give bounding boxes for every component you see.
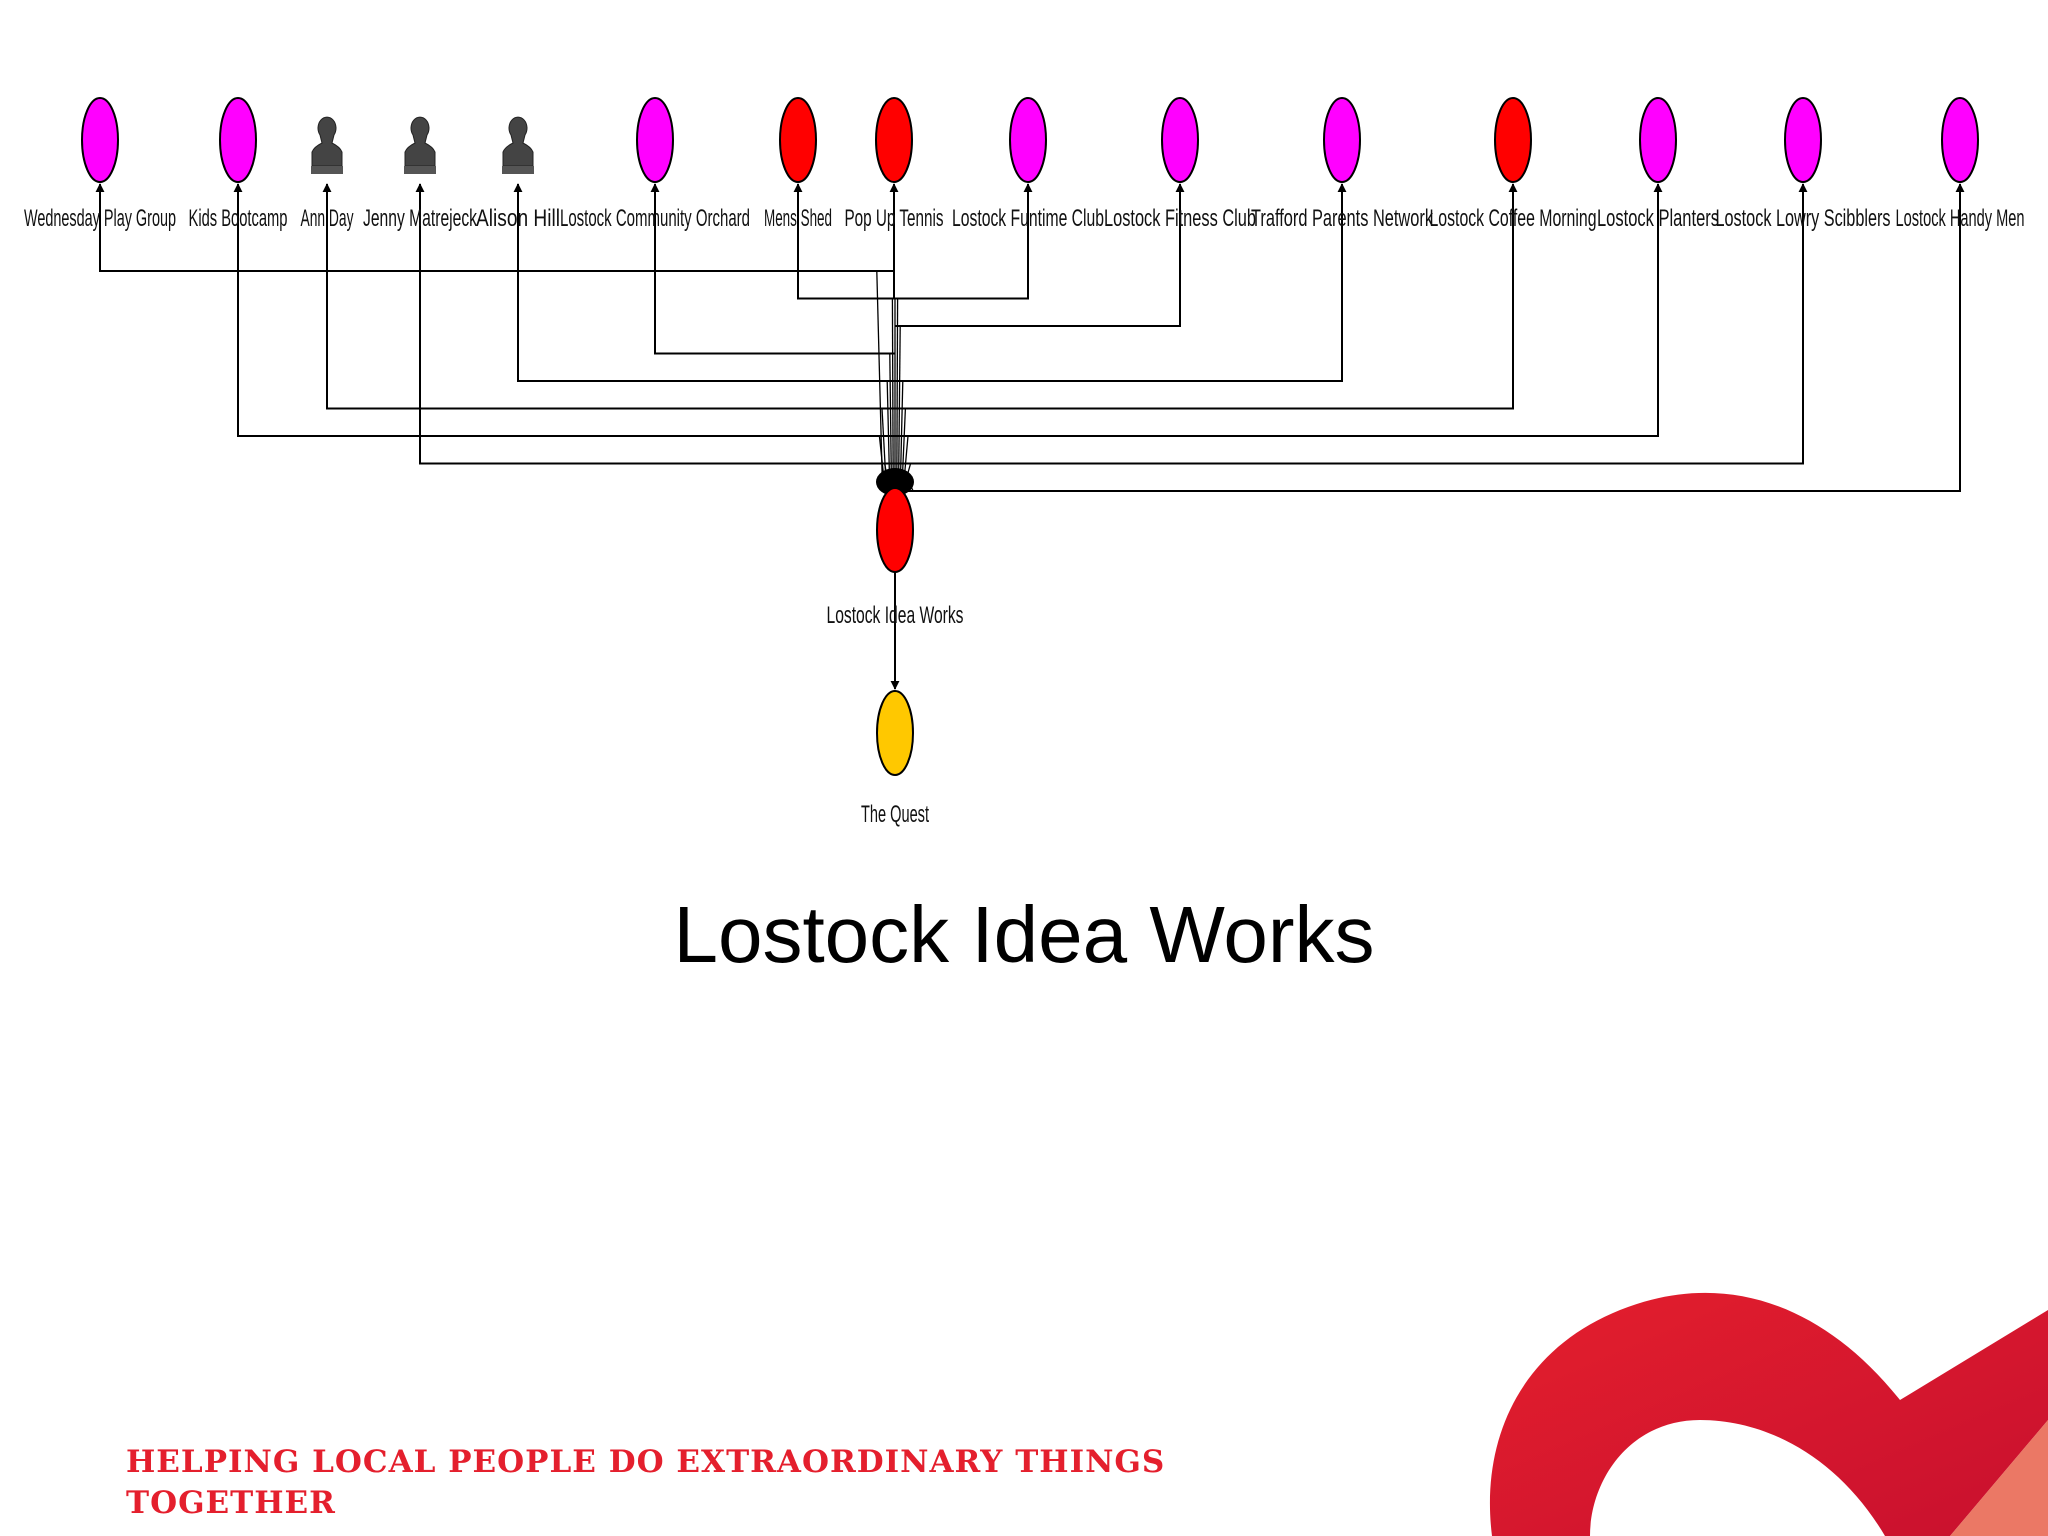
person-base (311, 166, 343, 174)
node-label: Lostock Funtime Club (952, 205, 1104, 232)
node-label: Lostock Fitness Club (1104, 205, 1256, 232)
edge-lostock-community-orchard (650, 183, 895, 355)
top-node (636, 97, 674, 183)
top-ellipse (1494, 97, 1532, 183)
edge-pop-up-tennis (889, 183, 899, 300)
top-ellipse (1639, 97, 1677, 183)
top-ellipse (636, 97, 674, 183)
top-node (1639, 97, 1677, 183)
top-ellipse (1323, 97, 1361, 183)
edge-lostock-planters (895, 183, 1663, 437)
top-node (1323, 97, 1361, 183)
top-ellipse (875, 97, 913, 183)
node-label: Ann Day (301, 205, 354, 232)
top-node (219, 97, 257, 183)
top-node (311, 116, 343, 174)
edge-wednesday-play-group (95, 183, 895, 272)
slide-title: Lostock Idea Works (673, 890, 1375, 979)
hub-node (876, 487, 914, 573)
person-icon (404, 116, 436, 167)
hub-bundle-line (876, 270, 883, 481)
top-node (81, 97, 119, 183)
arrowhead-cluster (876, 468, 914, 496)
edge-ann-day (322, 183, 895, 410)
top-ellipse (1161, 97, 1199, 183)
hub-bundle-line (889, 353, 893, 481)
node-label: Pop Up Tennis (845, 205, 944, 232)
top-ellipse (219, 97, 257, 183)
edge-jenny-matrejeck (415, 183, 895, 465)
hub-bundle-line (897, 325, 901, 481)
top-ellipse (1009, 97, 1047, 183)
node-label: Lostock Lowry Scibblers (1716, 205, 1891, 232)
hub-bundle-line (891, 298, 894, 481)
quest-ellipse (876, 690, 914, 776)
person-icon (311, 116, 343, 167)
top-node (1784, 97, 1822, 183)
brand-heart-logo (1489, 1292, 2048, 1536)
node-label: The Quest (861, 801, 929, 828)
node-label: Lostock Planters (1597, 205, 1719, 232)
node-label: Jenny Matrejeck (363, 205, 478, 232)
top-ellipse (779, 97, 817, 183)
top-node (875, 97, 913, 183)
tagline: HELPING LOCAL PEOPLE DO EXTRAORDINARY TH… (126, 1444, 1166, 1521)
hub-ellipse (876, 487, 914, 573)
hub-bundle-line (896, 298, 899, 481)
node-label: Mens Shed (764, 205, 832, 232)
edge-kids-bootcamp (233, 183, 895, 437)
node-label: Lostock Community Orchard (560, 205, 750, 232)
top-ellipse (1941, 97, 1979, 183)
hub-bundle-line (886, 380, 891, 481)
hub-bundle-line (899, 380, 904, 481)
edge-mens-shed (793, 183, 895, 300)
edge-alison-hill (513, 183, 895, 382)
person-base (502, 166, 534, 174)
node-label: Alison Hill (476, 205, 560, 232)
node-label: Kids Bootcamp (189, 205, 288, 232)
person-icon (502, 116, 534, 167)
node-label: Wednesday Play Group (24, 205, 176, 232)
person-base (404, 166, 436, 174)
top-node (1161, 97, 1199, 183)
top-node (1009, 97, 1047, 183)
heart-left-lobe (1489, 1292, 2048, 1536)
top-node (404, 116, 436, 174)
top-ellipse (81, 97, 119, 183)
edge-trafford-parents-network (895, 183, 1347, 382)
quest-node (876, 690, 914, 776)
node-label: Trafford Parents Network (1251, 205, 1434, 232)
top-node (779, 97, 817, 183)
nodes: Wednesday Play Group Kids Bootcamp Ann Day… (24, 97, 2025, 828)
edge-lostock-fitness-club (895, 183, 1185, 327)
edge-lostock-lowry-scibblers (895, 183, 1808, 465)
top-ellipse (1784, 97, 1822, 183)
edges (95, 183, 1965, 690)
top-node (502, 116, 534, 174)
edge-lostock-handy-men (895, 183, 1965, 492)
hub-bundle-line (901, 408, 907, 481)
node-label: Lostock Idea Works (827, 602, 964, 629)
top-node (1494, 97, 1532, 183)
node-label: Lostock Handy Men (1896, 205, 2025, 232)
top-node (1941, 97, 1979, 183)
edge-lostock-funtime-club (895, 183, 1033, 300)
node-label: Lostock Coffee Morning (1430, 205, 1597, 232)
edge-lostock-coffee-morning (895, 183, 1518, 410)
heart-right-stroke (1950, 1420, 2048, 1536)
